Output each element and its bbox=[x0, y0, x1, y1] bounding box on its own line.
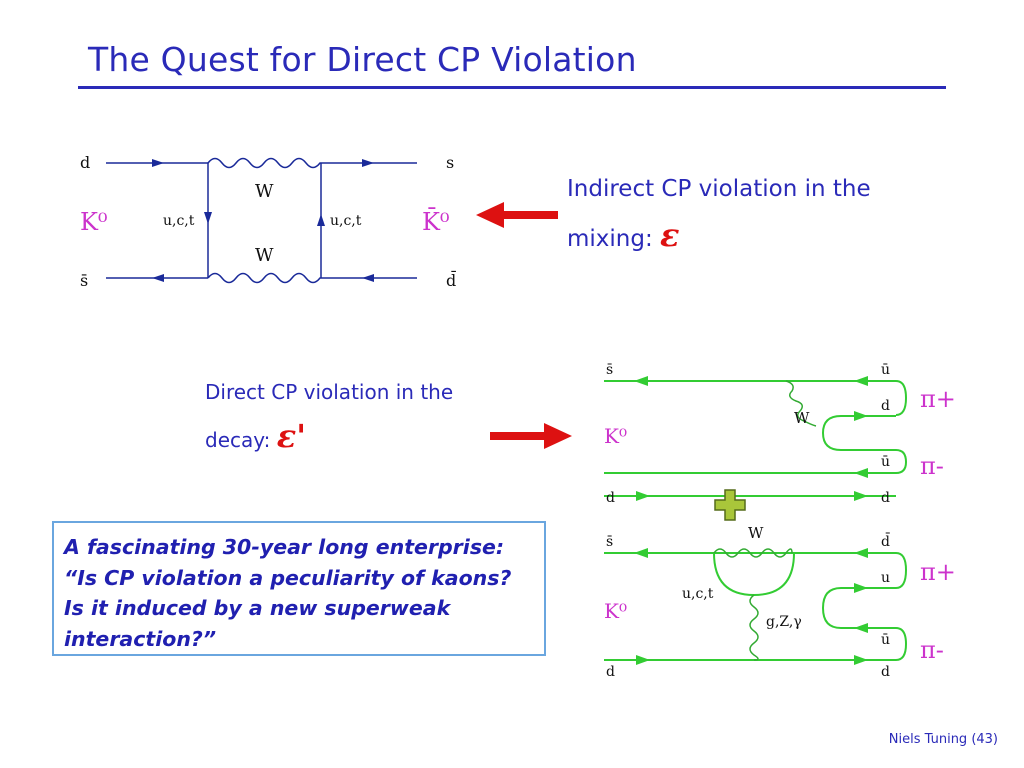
label-w-bottom: W bbox=[255, 245, 274, 266]
indirect-line1: Indirect CP violation in the bbox=[567, 176, 871, 202]
epsilon-symbol: ε bbox=[660, 216, 680, 254]
indirect-cp-text: Indirect CP violation in the mixing: ε bbox=[567, 166, 947, 262]
arrow-up-icon bbox=[317, 214, 325, 226]
pion-plus-bracket bbox=[895, 552, 908, 589]
arrow-left-icon bbox=[634, 376, 648, 386]
label-k0: K⁰ bbox=[604, 424, 627, 448]
label-dbar: d̄ bbox=[881, 532, 890, 550]
w-boson-wiggle bbox=[785, 380, 817, 427]
label-k0: K⁰ bbox=[80, 208, 108, 236]
tree-diagram: s̄ ū d ū d d W K⁰ π+ π- bbox=[604, 362, 956, 506]
label-u: u bbox=[881, 570, 890, 586]
label-right-quarks: u,c,t bbox=[330, 213, 362, 229]
pion-minus-bracket bbox=[895, 449, 908, 474]
note-text: A fascinating 30-year long enterprise: “… bbox=[64, 535, 512, 651]
indirect-line2: mixing: bbox=[567, 226, 653, 252]
arrow-left-icon bbox=[854, 376, 868, 386]
label-sbar: s̄ bbox=[606, 534, 613, 550]
arrow-left-red-icon bbox=[476, 202, 558, 228]
label-k0bar: K̄⁰ bbox=[422, 208, 450, 236]
label-pi-minus: π- bbox=[920, 452, 944, 480]
label-k0: K⁰ bbox=[604, 599, 627, 623]
arrow-right-icon bbox=[854, 491, 868, 501]
arrow-left-icon bbox=[362, 274, 374, 282]
arrow-left-icon bbox=[152, 274, 164, 282]
pion-plus-bracket bbox=[895, 380, 908, 416]
arrow-right-icon bbox=[854, 411, 868, 421]
arrow-right-icon bbox=[636, 655, 650, 665]
label-s: s bbox=[446, 153, 454, 172]
direct-line2: decay: bbox=[205, 428, 271, 452]
slide-footer: Niels Tuning (43) bbox=[888, 732, 998, 747]
pion-minus-bracket bbox=[895, 627, 908, 661]
label-ubar: ū bbox=[881, 362, 890, 378]
slide-title: The Quest for Direct CP Violation bbox=[88, 40, 637, 79]
penguin-diagram: s̄ d̄ u ū d d W u,c,t g,Z,γ K⁰ π+ π- bbox=[604, 524, 956, 680]
label-d: d bbox=[80, 153, 90, 172]
quark-pair-turn bbox=[821, 587, 842, 629]
direct-line1: Direct CP violation in the bbox=[205, 380, 454, 404]
box-diagram: d s s̄ d̄ K⁰ K̄⁰ u,c,t u,c,t W W bbox=[80, 153, 457, 290]
gluon-wiggle bbox=[749, 594, 759, 661]
arrow-left-icon bbox=[854, 548, 868, 558]
label-w-top: W bbox=[255, 181, 274, 202]
arrow-right-icon bbox=[636, 491, 650, 501]
quark-loop bbox=[713, 552, 795, 597]
w-boson-wiggle bbox=[713, 548, 793, 558]
label-d-bottom-right: d bbox=[881, 664, 890, 680]
arrow-left-icon bbox=[854, 468, 868, 478]
title-underline bbox=[78, 86, 946, 89]
label-d-bottom-left: d bbox=[606, 490, 615, 506]
label-ubar: ū bbox=[881, 632, 890, 648]
direct-cp-text: Direct CP violation in the decay: ε' bbox=[205, 370, 535, 462]
label-w: W bbox=[748, 524, 764, 542]
label-pi-plus: π+ bbox=[920, 558, 956, 586]
epsilon-prime-symbol: ε' bbox=[276, 417, 306, 455]
direct-line2-wrap: decay: ε' bbox=[205, 414, 535, 462]
quark-pair-turn bbox=[821, 415, 842, 451]
label-dbar: d̄ bbox=[446, 269, 457, 290]
label-gluon: g,Z,γ bbox=[766, 614, 802, 630]
label-d: d bbox=[881, 398, 890, 414]
w-boson-top bbox=[207, 157, 321, 169]
label-sbar: s̄ bbox=[606, 362, 613, 378]
label-pi-minus: π- bbox=[920, 636, 944, 664]
note-box: A fascinating 30-year long enterprise: “… bbox=[52, 521, 546, 656]
arrow-right-icon bbox=[854, 655, 868, 665]
arrow-right-red-icon bbox=[490, 423, 572, 449]
w-boson-bottom bbox=[207, 272, 321, 284]
arrow-left-icon bbox=[634, 548, 648, 558]
label-d-bottom-right: d bbox=[881, 490, 890, 506]
indirect-line2-wrap: mixing: ε bbox=[567, 212, 947, 262]
label-loop-quarks: u,c,t bbox=[682, 586, 714, 602]
label-ubar-2: ū bbox=[881, 454, 890, 470]
arrow-down-icon bbox=[204, 212, 212, 224]
label-w: W bbox=[794, 409, 810, 427]
arrow-right-icon bbox=[854, 583, 868, 593]
label-d-bottom-left: d bbox=[606, 664, 615, 680]
label-left-quarks: u,c,t bbox=[163, 213, 195, 229]
label-sbar: s̄ bbox=[80, 271, 88, 290]
arrow-right-icon bbox=[362, 159, 374, 167]
plus-icon bbox=[714, 489, 746, 521]
arrow-right-icon bbox=[152, 159, 164, 167]
label-pi-plus: π+ bbox=[920, 385, 956, 413]
arrow-left-icon bbox=[854, 623, 868, 633]
